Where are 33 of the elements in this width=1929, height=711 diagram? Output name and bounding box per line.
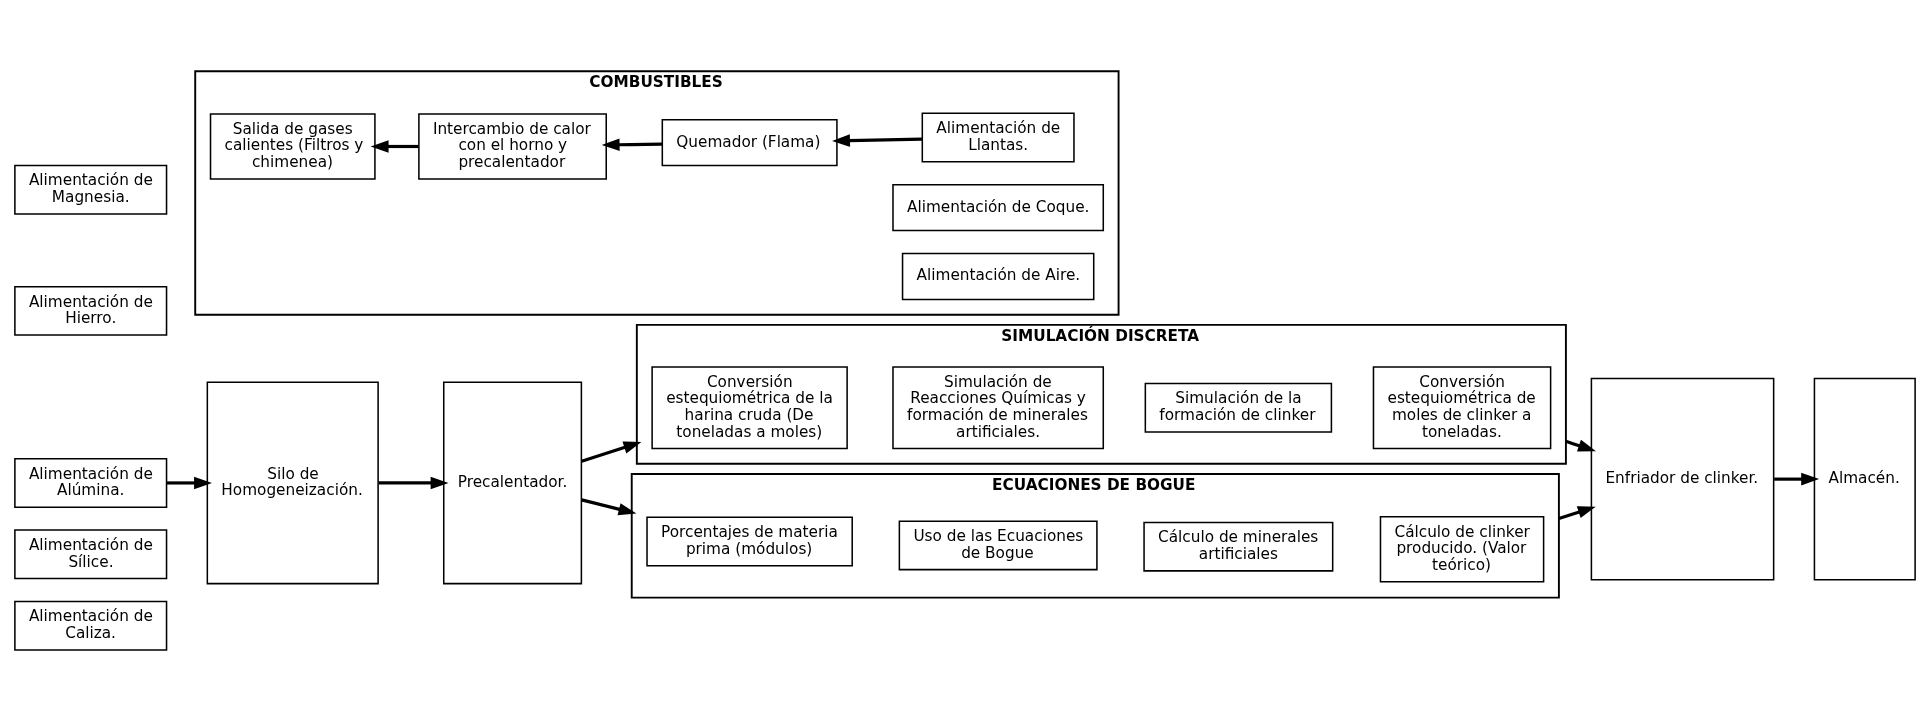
arrow — [601, 138, 662, 152]
node-box: Alimentación de Alúmina. — [13, 457, 167, 508]
node-box: Enfriador de clinker. — [1590, 377, 1774, 581]
node-box: Alimentación de Caliza. — [13, 600, 167, 651]
arrow — [1773, 472, 1819, 486]
arrow — [580, 441, 641, 463]
node-box: Alimentación de Hierro. — [13, 285, 167, 336]
node-box: Intercambio de calor con el horno y precalentador — [417, 113, 607, 180]
node-box: Silo de Homogeneización. — [206, 381, 379, 585]
node-box: Simulación de Reacciones Químicas y formación de minerales artificiales. — [891, 366, 1104, 450]
node-box: Alimentación de Aire. — [901, 252, 1094, 301]
node-box: Alimentación de Llantas. — [921, 112, 1075, 163]
node-box: Cálculo de minerales artificiales — [1142, 521, 1333, 572]
node-box: Simulación de la formación de clinker — [1144, 382, 1332, 433]
node-box: Quemador (Flama) — [661, 118, 838, 167]
arrow — [378, 476, 448, 490]
node-box: Porcentajes de materia prima (módulos) — [645, 516, 853, 567]
arrow — [1564, 439, 1596, 452]
node-box: Alimentación de Coque. — [891, 183, 1104, 232]
node-box: Precalentador. — [442, 381, 582, 585]
node-box: Salida de gases calientes (Filtros y chimenea) — [209, 113, 376, 180]
arrow — [831, 134, 922, 147]
arrow — [580, 498, 636, 516]
node-box: Cálculo de clinker producido. (Valor teórico) — [1379, 515, 1544, 583]
node-box: Conversión estequiométrica de moles de clinker a toneladas. — [1372, 366, 1551, 450]
arrow — [1557, 506, 1596, 520]
node-box: Conversión estequiométrica de la harina cruda (De toneladas a moles) — [650, 366, 848, 450]
node-box: Almacén. — [1813, 377, 1916, 581]
node-box: Alimentación de Magnesia. — [13, 164, 167, 215]
node-box: Alimentación de Sílice. — [13, 529, 167, 580]
arrow — [370, 140, 419, 153]
arrow — [166, 476, 212, 490]
node-box: Uso de las Ecuaciones de Bogue — [898, 520, 1098, 571]
